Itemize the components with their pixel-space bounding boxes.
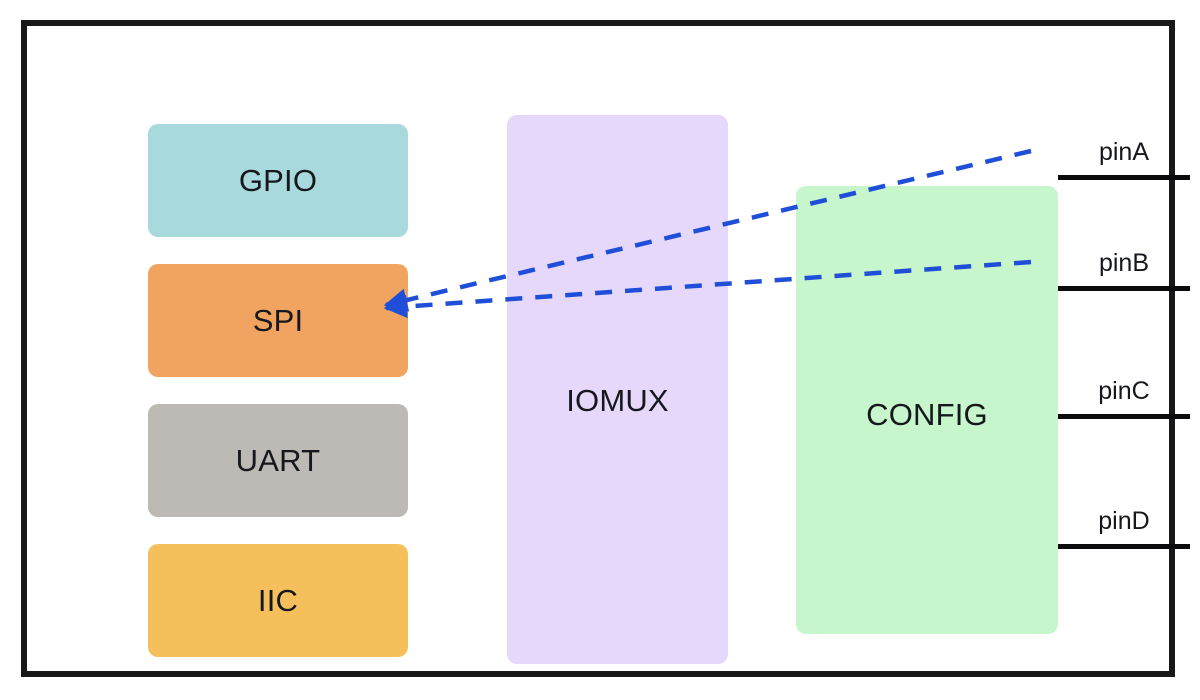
pin-line-pinD[interactable] <box>1058 544 1190 549</box>
pin-line-pinB[interactable] <box>1058 286 1190 291</box>
pin-label-pinB: pinB <box>1098 249 1150 277</box>
diagram-frame: GPIO SPI UART IIC IOMUX CONFIG pinA pinB… <box>21 20 1190 677</box>
block-config-label: CONFIG <box>866 397 988 432</box>
pin-label-pinA: pinA <box>1098 138 1150 166</box>
block-config[interactable]: CONFIG <box>796 186 1058 634</box>
block-gpio-label: GPIO <box>238 162 318 198</box>
block-iomux-label: IOMUX <box>566 383 669 418</box>
block-spi-label: SPI <box>252 302 304 338</box>
pin-label-pinD: pinD <box>1098 507 1150 535</box>
block-spi[interactable]: SPI <box>148 264 408 377</box>
block-iic[interactable]: IIC <box>148 544 408 657</box>
block-gpio[interactable]: GPIO <box>148 124 408 237</box>
pin-line-pinC[interactable] <box>1058 414 1190 419</box>
block-uart[interactable]: UART <box>148 404 408 517</box>
block-iomux[interactable]: IOMUX <box>507 115 728 664</box>
block-iic-label: IIC <box>257 582 299 618</box>
pin-label-pinC: pinC <box>1098 377 1150 405</box>
block-uart-label: UART <box>235 442 321 478</box>
pin-line-pinA[interactable] <box>1058 175 1190 180</box>
